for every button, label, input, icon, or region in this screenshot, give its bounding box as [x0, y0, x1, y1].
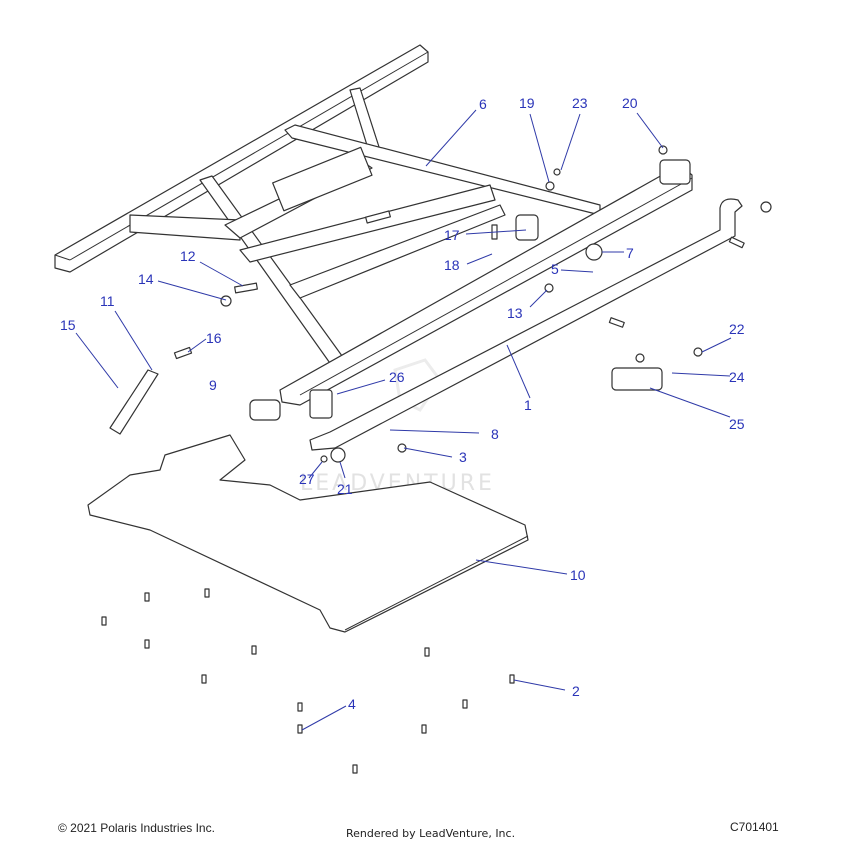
callout-13[interactable]: 13: [507, 305, 523, 321]
copyright-text: © 2021 Polaris Industries Inc.: [58, 821, 215, 835]
callout-8[interactable]: 8: [491, 426, 499, 442]
callout-1[interactable]: 1: [524, 397, 532, 413]
callouts: 1 2 3 4 5 6 7 8 9 10 11 12 13 14 15 16 1…: [60, 95, 745, 712]
callout-15[interactable]: 15: [60, 317, 76, 333]
callout-17[interactable]: 17: [444, 227, 460, 243]
callout-12[interactable]: 12: [180, 248, 196, 264]
watermark: LEADVENTURE: [300, 358, 492, 496]
callout-3[interactable]: 3: [459, 449, 467, 465]
callout-11[interactable]: 11: [100, 293, 115, 309]
callout-9[interactable]: 9: [209, 377, 217, 393]
callout-22[interactable]: 22: [729, 321, 745, 337]
leader-lines: [75, 109, 732, 731]
callout-24[interactable]: 24: [729, 369, 745, 385]
catalog-id: C701401: [730, 820, 779, 834]
callout-26[interactable]: 26: [389, 369, 405, 385]
callout-18[interactable]: 18: [444, 257, 460, 273]
callout-4[interactable]: 4: [348, 696, 356, 712]
callout-2[interactable]: 2: [572, 683, 580, 699]
stabilizer-bar: [309, 198, 743, 451]
callout-20[interactable]: 20: [622, 95, 638, 111]
skid-plate: [87, 434, 529, 633]
callout-23[interactable]: 23: [572, 95, 588, 111]
callout-10[interactable]: 10: [570, 567, 586, 583]
callout-27[interactable]: 27: [299, 471, 315, 487]
callout-25[interactable]: 25: [729, 416, 745, 432]
callout-5[interactable]: 5: [551, 261, 559, 277]
screws: [101, 588, 515, 774]
small-parts: [109, 145, 772, 463]
rendered-by-text: Rendered by LeadVenture, Inc.: [346, 827, 516, 840]
callout-7[interactable]: 7: [626, 245, 634, 261]
callout-21[interactable]: 21: [337, 481, 353, 497]
callout-19[interactable]: 19: [519, 95, 535, 111]
callout-16[interactable]: 16: [206, 330, 222, 346]
frame-assembly: [54, 44, 693, 419]
callout-14[interactable]: 14: [138, 271, 154, 287]
callout-6[interactable]: 6: [479, 96, 487, 112]
